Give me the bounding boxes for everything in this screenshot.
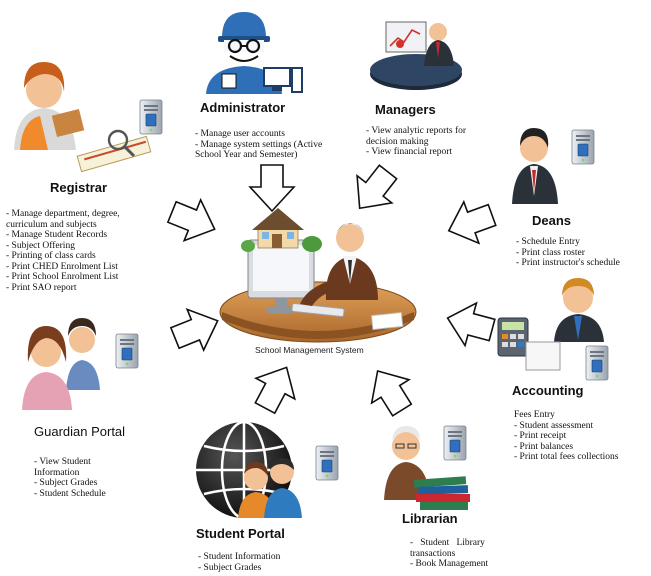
accounting-duty-line: - Print total fees collections xyxy=(514,452,619,462)
registrar-server-icon xyxy=(139,99,163,135)
registrar-duty-line: - Print CHED Enrolment List xyxy=(6,261,118,272)
guardian-duty-line: Information xyxy=(34,467,80,478)
deans-server-icon xyxy=(571,129,595,165)
managers-duty-line: decision making xyxy=(366,136,429,147)
deans-duty-line: - Print instructor's schedule xyxy=(516,258,620,268)
registrar-clerk-icon xyxy=(14,62,152,173)
guardian-server-icon xyxy=(115,333,139,369)
librarian-duty-line: transactions xyxy=(410,548,456,559)
registrar-duty-line: - Manage Student Records xyxy=(6,230,108,240)
administrator-duty-line: - Manage user accounts xyxy=(195,129,285,139)
librarian-duties: - Student Library transactions - Book Ma… xyxy=(410,538,488,570)
guardian-duty-line: - Subject Grades xyxy=(34,478,98,488)
arrow-from-student xyxy=(244,356,307,420)
deans-duty-line: - Print class roster xyxy=(516,247,585,258)
deans-duties: - Schedule Entry - Print class roster - … xyxy=(516,237,620,269)
librarian-duty-line: - Student Library xyxy=(410,538,485,548)
school-management-computer-icon xyxy=(219,208,417,343)
student-globe-icon xyxy=(196,420,302,520)
accounting-duty-line: - Print receipt xyxy=(514,431,567,441)
administrator-duty-line: - Manage system settings (Active xyxy=(195,139,323,150)
registrar-duties: - Manage department, degree, curriculum … xyxy=(6,209,120,293)
manager-presentation-icon xyxy=(370,21,462,90)
librarian-duty-line: - Book Management xyxy=(410,559,489,569)
registrar-duty-line: - Print School Enrolment List xyxy=(6,272,119,282)
guardian-parents-icon xyxy=(22,318,100,410)
administrator-duties: - Manage user accounts - Manage system s… xyxy=(195,129,322,161)
administrator-engineer-icon xyxy=(206,12,303,94)
student-duties: - Student Information - Subject Grades xyxy=(198,552,280,573)
registrar-title: Registrar xyxy=(50,180,108,195)
accountant-icon xyxy=(497,278,604,371)
registrar-duty-line: - Print SAO report xyxy=(6,282,77,293)
librarian-title: Librarian xyxy=(402,511,458,526)
arrow-from-managers xyxy=(341,157,407,223)
student-title: Student Portal xyxy=(196,526,285,541)
arrow-from-guardian xyxy=(165,299,227,360)
guardian-duty-line: - Student Schedule xyxy=(34,488,106,499)
arrow-from-deans xyxy=(440,193,501,253)
managers-duty-line: - View financial report xyxy=(366,147,453,157)
managers-duty-line: - View analytic reports for xyxy=(366,126,467,136)
arrow-from-registrar xyxy=(162,190,224,251)
registrar-duty-line: - Manage department, degree, xyxy=(6,209,120,219)
managers-title: Managers xyxy=(375,102,436,117)
guardian-title: Guardian Portal xyxy=(34,424,126,439)
student-duty-line: - Student Information xyxy=(198,552,281,562)
guardian-duties: - View Student Information - Subject Gra… xyxy=(34,457,106,499)
accounting-duty-line: Fees Entry xyxy=(514,410,555,420)
administrator-title: Administrator xyxy=(200,100,286,115)
accounting-title: Accounting xyxy=(512,383,584,398)
guardian-duty-line: - View Student xyxy=(34,457,91,467)
student-duty-line: - Subject Grades xyxy=(198,562,262,573)
center-system-label: School Management System xyxy=(255,345,364,355)
registrar-duty-line: - Subject Offering xyxy=(6,240,75,251)
arrow-from-librarian xyxy=(358,358,422,423)
accounting-duty-line: - Print balances xyxy=(514,441,574,452)
arrow-from-accounting xyxy=(441,296,499,353)
dean-businessman-icon xyxy=(512,128,558,204)
registrar-duty-line: curriculum and subjects xyxy=(6,219,97,230)
accounting-duty-line: - Student assessment xyxy=(514,420,594,431)
managers-duties: - View analytic reports for decision mak… xyxy=(366,126,466,158)
librarian-books-icon xyxy=(384,426,470,510)
accounting-server-icon xyxy=(585,345,609,381)
accounting-duties: Fees Entry - Student assessment - Print … xyxy=(514,410,618,463)
administrator-duty-line: School Year and Semester) xyxy=(195,150,298,160)
student-server-icon xyxy=(315,445,339,481)
arrow-from-administrator xyxy=(249,164,295,212)
librarian-server-icon xyxy=(443,425,467,461)
deans-title: Deans xyxy=(532,213,572,228)
registrar-duty-line: - Printing of class cards xyxy=(6,251,96,261)
deans-duty-line: - Schedule Entry xyxy=(516,237,580,247)
